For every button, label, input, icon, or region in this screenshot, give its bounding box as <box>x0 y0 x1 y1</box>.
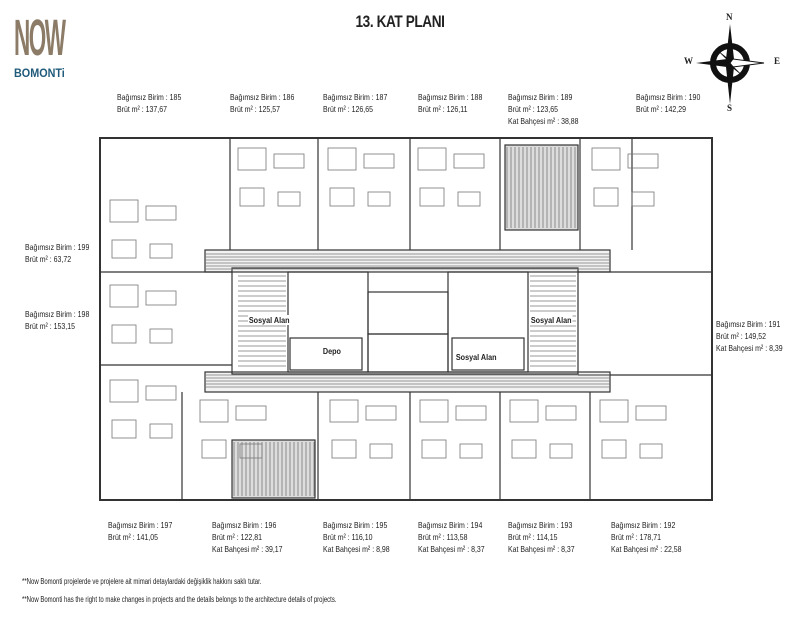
disclaimer-en: **Now Bomonti has the right to make chan… <box>22 595 337 604</box>
table-icon <box>145 205 177 221</box>
social-area-left-label: Sosyal Alan <box>248 315 291 325</box>
kitchen-counter-icon <box>549 443 573 459</box>
kitchen-counter-icon <box>369 443 393 459</box>
bed-icon <box>109 199 139 223</box>
sofa-icon <box>111 324 137 344</box>
social-area-right-label: Sosyal Alan <box>530 315 573 325</box>
bed-icon <box>327 147 357 171</box>
bed-icon <box>329 399 359 423</box>
bed-icon <box>237 147 267 171</box>
kitchen-counter-icon <box>367 191 391 207</box>
bed-icon <box>109 284 139 308</box>
table-icon <box>453 153 485 169</box>
sofa-icon <box>331 439 357 459</box>
table-icon <box>363 153 395 169</box>
sofa-icon <box>111 239 137 259</box>
sofa-icon <box>111 419 137 439</box>
compass-west: W <box>684 56 693 66</box>
kitchen-counter-icon <box>457 191 481 207</box>
bed-icon <box>109 379 139 403</box>
table-icon <box>235 405 267 421</box>
sofa-icon <box>419 187 445 207</box>
table-icon <box>635 405 667 421</box>
sofa-icon <box>601 439 627 459</box>
bed-icon <box>509 399 539 423</box>
table-icon <box>365 405 397 421</box>
sofa-icon <box>593 187 619 207</box>
table-icon <box>455 405 487 421</box>
kitchen-counter-icon <box>149 328 173 344</box>
kitchen-counter-icon <box>639 443 663 459</box>
kitchen-counter-icon <box>277 191 301 207</box>
bed-icon <box>591 147 621 171</box>
bed-icon <box>199 399 229 423</box>
compass-south: S <box>727 103 733 113</box>
kitchen-counter-icon <box>149 243 173 259</box>
kitchen-counter-icon <box>149 423 173 439</box>
sofa-icon <box>239 187 265 207</box>
logo-bomonti: BOMONTi <box>14 66 65 80</box>
compass-north: N <box>726 12 733 22</box>
sofa-icon <box>421 439 447 459</box>
table-icon <box>545 405 577 421</box>
table-icon <box>627 153 659 169</box>
social-area-center-label: Sosyal Alan <box>455 352 498 362</box>
bed-icon <box>417 147 447 171</box>
sofa-icon <box>329 187 355 207</box>
compass-rose-icon: N E S W <box>680 12 781 113</box>
bed-icon <box>419 399 449 423</box>
disclaimer-tr: **Now Bomonti projelerde ve projelere ai… <box>22 577 262 586</box>
table-icon <box>273 153 305 169</box>
depot-label: Depo <box>322 346 342 356</box>
sofa-icon <box>201 439 227 459</box>
kitchen-counter-icon <box>631 191 655 207</box>
bed-icon <box>599 399 629 423</box>
kitchen-counter-icon <box>459 443 483 459</box>
table-icon <box>145 290 177 306</box>
sofa-icon <box>511 439 537 459</box>
compass-east: E <box>774 56 781 66</box>
logo: NOW BOMONTi <box>14 13 66 80</box>
page-title: 13. KAT PLANI <box>355 12 445 31</box>
table-icon <box>145 385 177 401</box>
